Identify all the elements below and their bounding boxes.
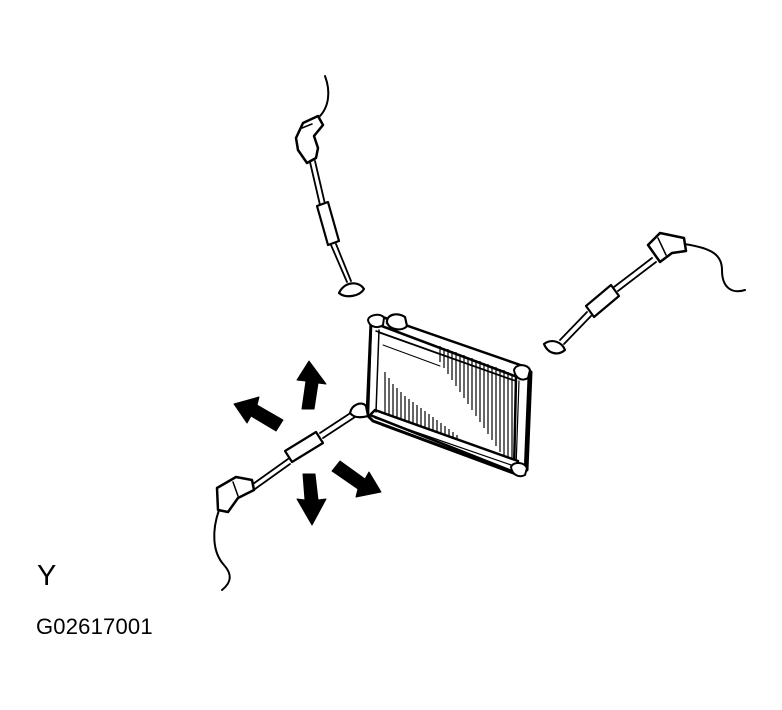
- heater-core-icon: [365, 313, 533, 478]
- arrow-up-icon: [296, 360, 327, 410]
- right-probe-icon: [542, 231, 746, 355]
- arrow-down-icon: [296, 473, 327, 526]
- lower-probe-icon: [213, 402, 370, 591]
- view-letter-label: Y: [37, 560, 57, 592]
- figure-code-label: G02617001: [36, 614, 153, 639]
- direction-arrows: [233, 360, 382, 526]
- arrow-left-icon: [233, 396, 284, 432]
- top-probe-icon: [294, 75, 366, 298]
- arrow-right-icon: [331, 460, 382, 498]
